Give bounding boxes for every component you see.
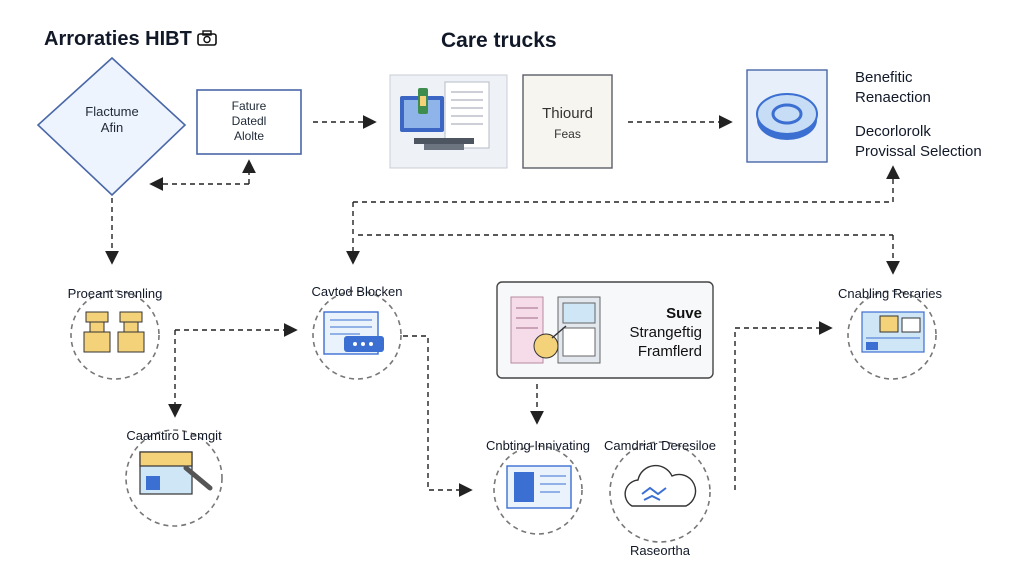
right-line4: Provissal Selection	[855, 143, 982, 160]
diagram-title-center: Care trucks	[441, 29, 557, 52]
process-box	[196, 89, 302, 155]
diamond-line2: Afin	[100, 120, 124, 135]
right-line3: Decorlorolk	[855, 123, 931, 140]
machine-icon	[861, 311, 925, 353]
center-box-label: Suve Strangeftig Framflerd	[612, 304, 702, 361]
mid-box-line1: Thiourd	[542, 105, 593, 122]
intermediate-box-label: Thiourd Feas	[523, 104, 612, 144]
box-line1: Fature	[231, 99, 267, 113]
box-line3: Alolte	[233, 129, 265, 143]
camera-icon	[197, 30, 218, 46]
document-icon	[323, 311, 384, 355]
right-line2: Renaection	[855, 89, 931, 106]
box-line2: Datedl	[231, 114, 267, 128]
node-label: Cnabling Reraries	[837, 286, 943, 301]
right-line1: Benefitic	[855, 69, 913, 86]
node-label: Proeant srenling	[67, 286, 163, 301]
screen-icon	[506, 465, 572, 509]
node-label: Caamtiro Lemgit	[126, 428, 222, 443]
folder-icon	[139, 451, 213, 495]
mid-box-line2: Feas	[554, 127, 581, 141]
right-text-block: Benefitic Renaection Decorlorolk Proviss…	[855, 68, 982, 162]
node-caption: Raseortha	[630, 543, 690, 558]
left-title-text: Arroraties HIBT	[44, 28, 192, 50]
disc-icon	[746, 69, 828, 163]
node-label: Camdriar Deresiloe	[604, 438, 716, 453]
analytics-icon	[510, 296, 601, 364]
decision-diamond	[36, 56, 187, 197]
diamond-label: Flactume Afin	[62, 104, 162, 136]
node-label: Cavtod Blocken	[311, 284, 403, 299]
cloud-icon	[624, 464, 697, 507]
intermediate-box	[522, 74, 613, 169]
monitor-icon	[389, 74, 508, 169]
center-line2: Strangeftig	[629, 324, 702, 341]
node-label: Cnbting Innivating	[485, 438, 591, 453]
process-box-label: Fature Datedl Alolte	[197, 99, 301, 144]
kiosk-icon	[83, 311, 145, 353]
center-line3: Framflerd	[637, 343, 702, 360]
center-line1: Suve	[666, 305, 702, 322]
diagram-title-left: Arroraties HIBT	[44, 28, 218, 51]
diamond-line1: Flactume	[85, 104, 139, 119]
